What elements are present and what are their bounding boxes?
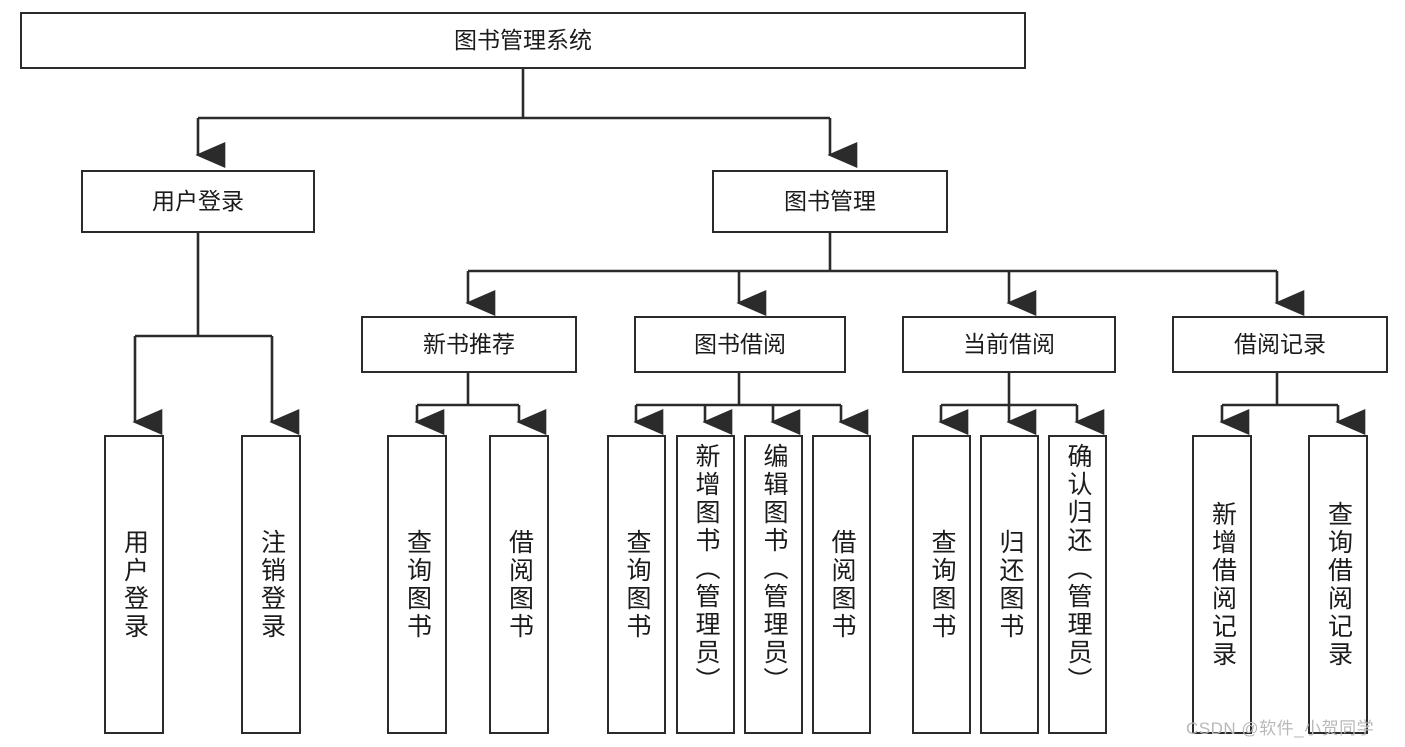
leaf-query-book-borrow-label: 查询图书 [623, 528, 651, 641]
leaf-query-book-borrow[interactable]: 查询图书 [607, 435, 666, 734]
leaf-query-book-current-label: 查询图书 [928, 528, 956, 641]
leaf-return-book[interactable]: 归还图书 [980, 435, 1039, 734]
node-book-manage-label: 图书管理 [784, 187, 876, 214]
leaf-add-book-label: 新增图书（管理员） [692, 443, 720, 695]
leaf-confirm-return[interactable]: 确认归还（管理员） [1048, 435, 1107, 734]
node-user-login[interactable]: 用户登录 [81, 170, 315, 233]
leaf-query-borrow-record-label: 查询借阅记录 [1324, 500, 1353, 669]
node-root-label: 图书管理系统 [454, 26, 592, 53]
leaf-edit-book-label: 编辑图书（管理员） [760, 443, 788, 695]
leaf-borrow-book-rec[interactable]: 借阅图书 [489, 435, 549, 734]
leaf-logout-login[interactable]: 注销登录 [241, 435, 301, 734]
leaf-borrow-book-borrow-label: 借阅图书 [828, 528, 856, 641]
node-current-borrow-label: 当前借阅 [963, 330, 1055, 357]
node-borrow-record-label: 借阅记录 [1234, 330, 1326, 357]
leaf-query-borrow-record[interactable]: 查询借阅记录 [1308, 435, 1368, 734]
leaf-borrow-book-borrow[interactable]: 借阅图书 [812, 435, 871, 734]
node-new-book-rec-label: 新书推荐 [423, 330, 515, 357]
node-root[interactable]: 图书管理系统 [20, 12, 1026, 69]
node-book-borrow-label: 图书借阅 [694, 330, 786, 357]
leaf-query-book-current[interactable]: 查询图书 [912, 435, 971, 734]
leaf-confirm-return-label: 确认归还（管理员） [1064, 443, 1092, 695]
node-user-login-label: 用户登录 [152, 187, 244, 214]
leaf-query-book-rec-label: 查询图书 [403, 528, 432, 641]
leaf-add-borrow-record[interactable]: 新增借阅记录 [1192, 435, 1252, 734]
leaf-logout-login-label: 注销登录 [257, 528, 286, 641]
leaf-borrow-book-rec-label: 借阅图书 [505, 528, 534, 641]
leaf-edit-book[interactable]: 编辑图书（管理员） [744, 435, 803, 734]
leaf-user-login[interactable]: 用户登录 [104, 435, 164, 734]
leaf-return-book-label: 归还图书 [996, 528, 1024, 641]
node-current-borrow[interactable]: 当前借阅 [902, 316, 1116, 373]
leaf-add-borrow-record-label: 新增借阅记录 [1208, 500, 1237, 669]
leaf-user-login-label: 用户登录 [120, 528, 149, 641]
node-book-manage[interactable]: 图书管理 [712, 170, 948, 233]
leaf-query-book-rec[interactable]: 查询图书 [387, 435, 447, 734]
node-book-borrow[interactable]: 图书借阅 [634, 316, 846, 373]
node-borrow-record[interactable]: 借阅记录 [1172, 316, 1388, 373]
leaf-add-book[interactable]: 新增图书（管理员） [676, 435, 735, 734]
watermark-text: CSDN @软件_小贺同学 [1186, 719, 1375, 738]
node-new-book-rec[interactable]: 新书推荐 [361, 316, 577, 373]
